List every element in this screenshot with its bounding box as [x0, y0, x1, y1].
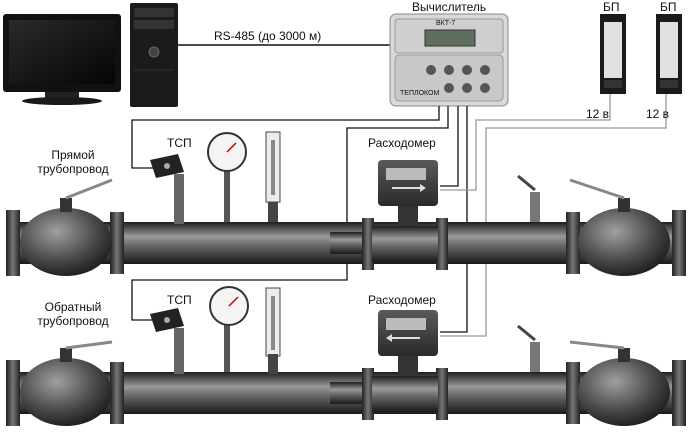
supply-pipeline [6, 178, 686, 276]
return-pipeline-label: Обратный трубопровод [28, 300, 118, 328]
supply-label-line1: Прямой [51, 148, 95, 162]
signal-wires [131, 106, 468, 333]
psu-unit-2 [656, 14, 682, 94]
return-label-line1: Обратный [44, 300, 102, 314]
supply-pipeline-label: Прямой трубопровод [28, 148, 118, 176]
valve-top-right [517, 174, 540, 222]
tsp-label-bottom: ТСП [167, 293, 192, 307]
return-label-line2: трубопровод [37, 314, 109, 328]
monitor [3, 14, 121, 105]
tsp-sensor-top [150, 154, 184, 224]
flowmeter-label-top: Расходомер [368, 136, 436, 150]
calculator-brand: ТЕПЛОКОМ [400, 90, 440, 97]
thermometer-bottom [265, 287, 281, 374]
rs485-label: RS-485 (до 3000 м) [214, 29, 322, 43]
flowmeter-bottom [378, 310, 438, 376]
flowmeter-top [378, 160, 438, 226]
tsp-sensor-bottom [150, 308, 184, 374]
voltage-label-2: 12 в [646, 107, 670, 121]
pressure-gauge-bottom [209, 286, 249, 372]
psu-unit-1 [600, 14, 626, 94]
valve-bottom-right [517, 324, 540, 372]
thermometer-top [265, 131, 281, 222]
supply-label-line2: трубопровод [37, 162, 109, 176]
power-wires [440, 94, 667, 337]
psu-label-1: БП [603, 0, 620, 14]
pressure-gauge-top [207, 132, 247, 222]
flowmeter-label-bottom: Расходомер [368, 293, 436, 307]
voltage-label-1: 12 в [586, 107, 610, 121]
tsp-label-top: ТСП [167, 136, 192, 150]
pc-tower [130, 3, 178, 107]
calculator-model: ВКТ-7 [436, 20, 456, 27]
calculator-label: Вычислитель [412, 0, 487, 14]
return-pipeline [6, 340, 686, 426]
psu-label-2: БП [660, 0, 677, 14]
heat-calculator-device [389, 13, 509, 107]
calculator-keys [426, 65, 490, 93]
